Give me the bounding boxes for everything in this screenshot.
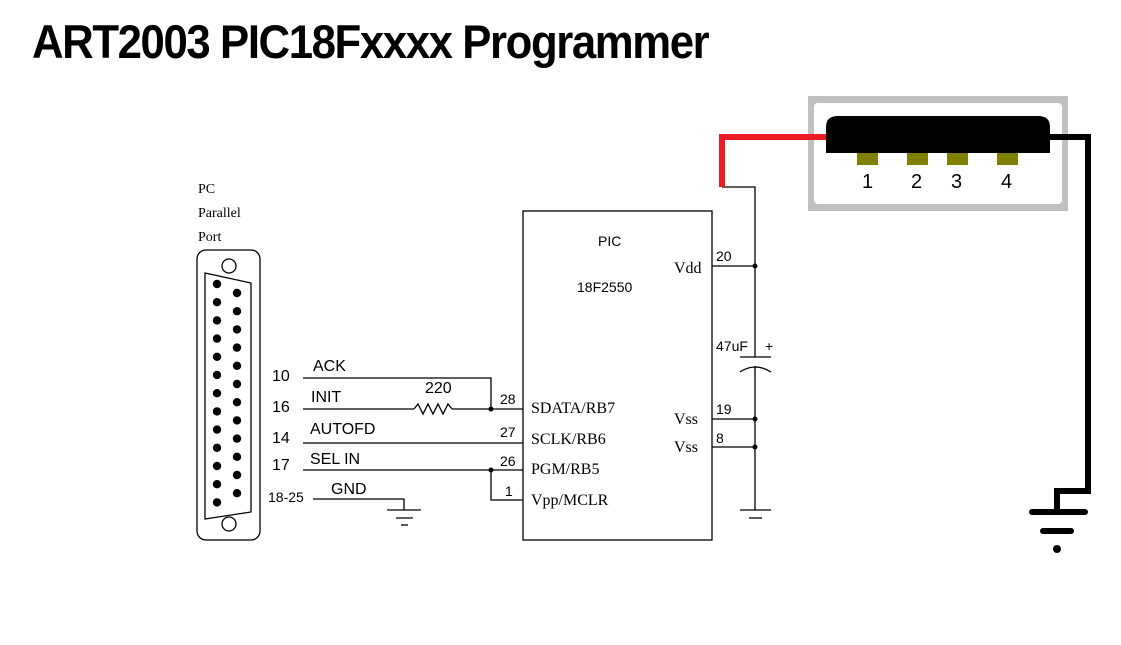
db25-pin — [212, 298, 222, 307]
pic-pin-num: 28 — [500, 391, 516, 407]
pic-pin-num: 27 — [500, 424, 516, 440]
resistor-value: 220 — [425, 380, 452, 397]
signal-name: ACK — [313, 358, 346, 375]
connector-shell — [196, 249, 261, 541]
db25-pin — [212, 498, 222, 507]
pic-pin-label: Vdd — [674, 260, 702, 277]
pic-pin-num: 1 — [505, 483, 513, 499]
usb-contact — [907, 153, 928, 165]
db25-pin — [212, 461, 222, 471]
mount-hole-top — [221, 258, 237, 274]
usb-connector: 1 2 3 4 — [808, 96, 1068, 211]
mount-hole-bottom — [221, 516, 237, 532]
db25-pin — [232, 434, 242, 443]
db25-pin — [232, 343, 242, 352]
pin-number: 14 — [272, 430, 290, 447]
usb-tongue — [826, 116, 1050, 153]
capacitor-value: 47uF — [716, 338, 748, 354]
usb-contact — [947, 153, 968, 165]
resistor-icon — [413, 402, 453, 416]
db25-pin — [232, 379, 242, 389]
earth-dot — [1053, 545, 1061, 553]
junction-dot — [752, 416, 758, 422]
pic-pin-label: Vss — [674, 411, 698, 428]
pic-part: 18F2550 — [577, 279, 632, 295]
pic-pin-label: Vpp/MCLR — [531, 492, 609, 509]
db25-pin — [232, 307, 242, 316]
pic-pin-num: 26 — [500, 453, 516, 469]
db25-pin — [212, 407, 222, 416]
pic-pin-num: 8 — [716, 430, 724, 446]
usb-pin-label: 2 — [911, 171, 922, 193]
usb-contact — [857, 153, 878, 165]
signal-labels: 10 ACK 16 INIT 220 14 AUTOFD 17 SEL IN 1… — [268, 358, 452, 505]
db25-pin — [212, 316, 222, 325]
capacitor-polarity: + — [765, 338, 773, 354]
db25-pin — [212, 334, 222, 343]
signal-name: GND — [331, 481, 367, 498]
db25-pin — [212, 425, 222, 434]
page-title: ART2003 PIC18Fxxxx Programmer — [32, 15, 710, 68]
db25-pin — [232, 288, 242, 298]
usb-pin-label: 4 — [1001, 171, 1012, 193]
pic-pin-label: SCLK/RB6 — [531, 431, 606, 448]
db25-pin — [212, 370, 222, 380]
signal-name: INIT — [311, 389, 341, 406]
db25-pin — [212, 279, 222, 289]
junction-dot — [488, 467, 494, 473]
connector-body — [204, 272, 252, 520]
db25-pin — [212, 389, 222, 398]
pin-number: 17 — [272, 457, 290, 474]
db25-pin — [232, 489, 242, 498]
port-label-line-3: Port — [198, 230, 221, 245]
pin-number: 10 — [272, 368, 290, 385]
pic-pin-label: SDATA/RB7 — [531, 400, 615, 417]
pic-pin-num: 19 — [716, 401, 732, 417]
signal-name: SEL IN — [310, 451, 360, 468]
db25-pin — [232, 452, 242, 461]
db25-pin — [212, 352, 222, 361]
usb-pin-label: 3 — [951, 171, 962, 193]
db25-pin — [232, 361, 242, 370]
wires — [303, 377, 523, 526]
db25-pin — [232, 470, 242, 480]
wire-gnd — [313, 498, 405, 510]
wire-vdd-rail — [722, 186, 756, 357]
usb-contact — [997, 153, 1018, 165]
db25-pin — [232, 416, 242, 425]
junction-dot — [752, 444, 758, 450]
wire-mclr — [490, 470, 523, 501]
pic-pin-num: 20 — [716, 248, 732, 264]
parallel-port-label: PC Parallel Port — [198, 182, 241, 245]
pic-name: PIC — [598, 233, 621, 249]
pic-pin-label: PGM/RB5 — [531, 461, 599, 478]
pic-pin-label: Vss — [674, 439, 698, 456]
db25-pin — [212, 443, 222, 452]
port-label-line-2: Parallel — [198, 206, 241, 221]
db25-pin — [232, 398, 242, 407]
signal-name: AUTOFD — [310, 421, 375, 438]
junction-dot — [488, 406, 494, 412]
pic-chip — [522, 210, 713, 541]
db25-pin — [212, 480, 222, 489]
db25-pin — [232, 325, 242, 334]
port-label-line-1: PC — [198, 182, 215, 197]
usb-vcc-wire — [719, 134, 826, 187]
db25-connector — [196, 249, 261, 541]
db25-pins — [212, 279, 242, 507]
pin-number: 16 — [272, 399, 290, 416]
junction-dot — [752, 263, 758, 269]
pin-number: 18-25 — [268, 489, 304, 505]
wire-ack — [303, 377, 492, 409]
usb-pin-label: 1 — [862, 171, 873, 193]
power-rail — [712, 186, 772, 519]
usb-gnd-wire — [1050, 134, 1091, 512]
